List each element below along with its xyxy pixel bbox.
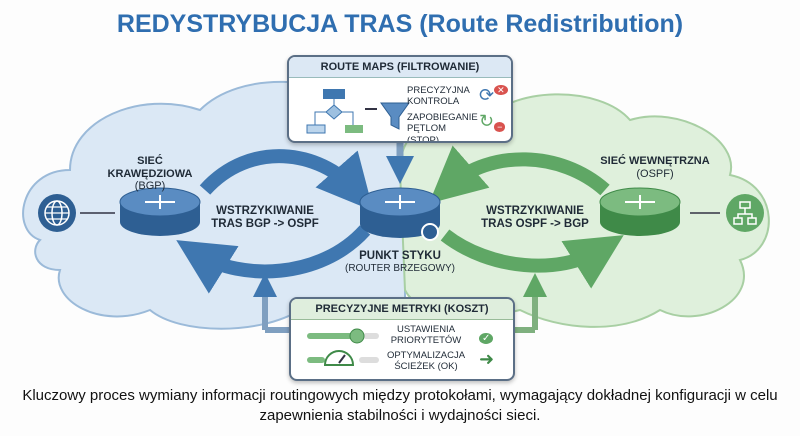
arrow-bgp-to-center (199, 149, 374, 212)
router-edge-icon (359, 187, 441, 241)
right-zone-name: SIEĆ WEWNĘTRZNA (600, 155, 710, 167)
left-zone-name: SIEĆ KRAWĘDZIOWA (107, 155, 193, 180)
center-label: PUNKT STYKU (ROUTER BRZEGOWY) (330, 250, 470, 275)
metrics-title: PRECYZYJNE METRYKI (KOSZT) (291, 299, 513, 320)
route-maps-panel: ROUTE MAPS (FILTROWANIE) PRECYZYJNA KONT… (287, 55, 513, 143)
metrics-panel: PRECYZYJNE METRYKI (KOSZT) USTAWIENIA PR… (289, 297, 515, 381)
slider-gauge-icon (307, 328, 379, 366)
right-zone-protocol: (OSPF) (636, 167, 674, 180)
gear-icon (421, 223, 439, 241)
metrics-connector-left (265, 285, 290, 333)
globe-icon (38, 194, 76, 232)
left-zone-label: SIEĆ KRAWĘDZIOWA (BGP) (95, 155, 205, 193)
caption: Kluczowy proces wymiany informacji routi… (22, 387, 778, 424)
flowchart-funnel-icon (306, 89, 410, 134)
center-sub: (ROUTER BRZEGOWY) (345, 263, 455, 275)
right-zone-label: SIEĆ WEWNĘTRZNA (OSPF) (600, 155, 710, 180)
router-bgp-icon (119, 187, 201, 236)
route-maps-item-loop: ZAPOBIEGANIE PĘTLOM (STOP) (407, 112, 478, 143)
loop-stop-icon: ↻− (479, 111, 506, 132)
route-maps-item-control: PRECYZYJNA KONTROLA (407, 85, 470, 108)
router-ospf-icon (599, 187, 681, 236)
page-title: REDYSTRYBUCJA TRAS (Route Redistribution… (116, 10, 684, 38)
center-name: PUNKT STYKU (359, 250, 441, 262)
metrics-connector-right (512, 285, 535, 333)
refresh-deny-icon: ⟳✕ (479, 85, 508, 106)
arrow-ospf-to-center (428, 145, 610, 204)
route-maps-title: ROUTE MAPS (FILTROWANIE) (289, 57, 511, 78)
path-check-icon: ✓➜ (479, 333, 495, 369)
network-icon (726, 194, 764, 232)
arrow-center-to-ospf (440, 229, 624, 289)
metrics-item-paths: OPTYMALIZACJA ŚCIEŻEK (OK) (386, 350, 466, 373)
metrics-item-priorities: USTAWIENIA PRIORYTETÓW (390, 324, 462, 347)
left-zone-protocol: (BGP) (134, 180, 166, 193)
left-flow-label: WSTRZYKIWANIE TRAS BGP -> OSPF (211, 205, 319, 231)
right-flow-label: WSTRZYKIWANIE TRAS OSPF -> BGP (481, 205, 589, 231)
